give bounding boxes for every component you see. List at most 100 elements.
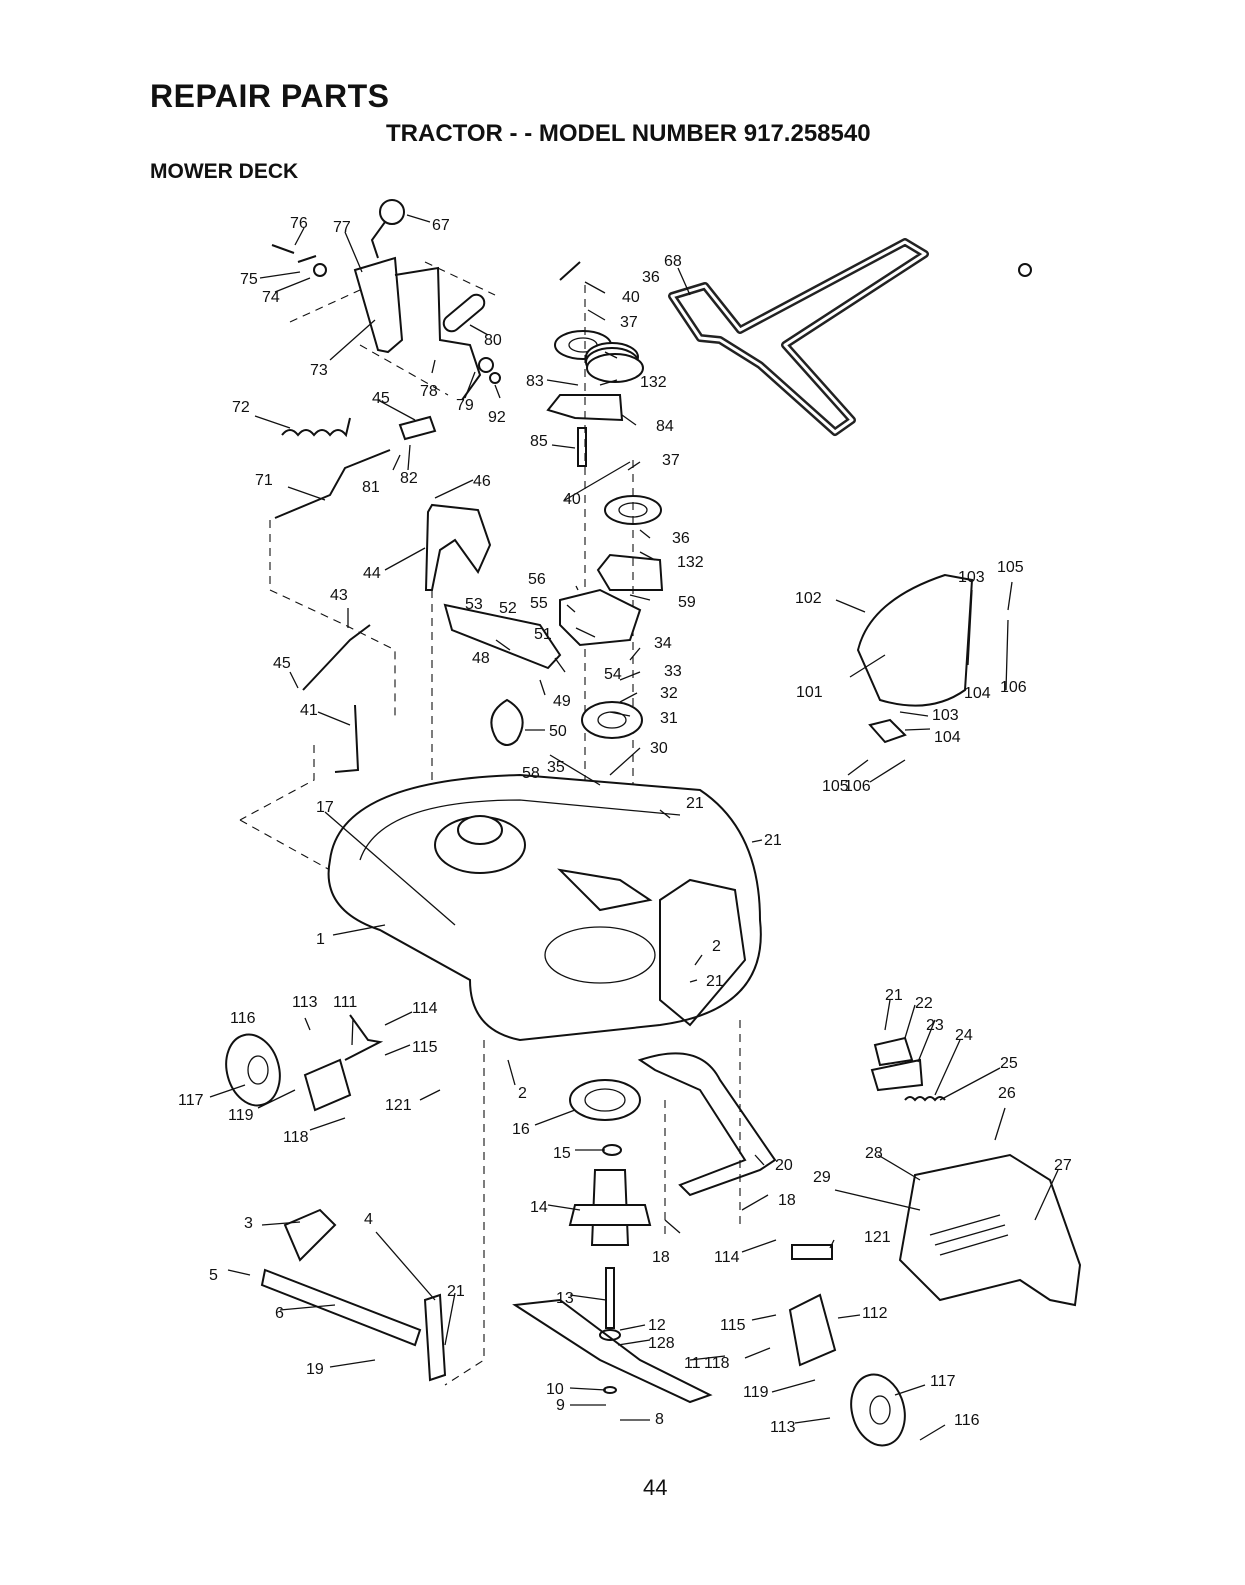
part-callout-33: 33 bbox=[664, 663, 682, 680]
leader-lines bbox=[209, 214, 1059, 1441]
part-callout-25: 25 bbox=[1000, 1055, 1018, 1072]
part-callout-11: 11 bbox=[684, 1355, 701, 1372]
part-callout-49: 49 bbox=[553, 693, 571, 710]
drive-belt bbox=[668, 238, 929, 436]
part-callout-6: 6 bbox=[275, 1305, 284, 1322]
part-callout-16: 16 bbox=[512, 1121, 530, 1138]
part-callout-71: 71 bbox=[255, 472, 273, 489]
part-callout-34: 34 bbox=[654, 635, 672, 652]
part-callout-119: 119 bbox=[743, 1384, 769, 1401]
part-callout-28: 28 bbox=[865, 1145, 883, 1162]
part-callout-17: 17 bbox=[316, 799, 334, 816]
gauge-wheels bbox=[225, 1014, 906, 1447]
lift-lever-assembly bbox=[271, 199, 501, 401]
part-callout-112: 112 bbox=[862, 1305, 888, 1322]
part-callout-12: 12 bbox=[648, 1317, 666, 1334]
part-callout-105: 105 bbox=[822, 778, 849, 795]
part-callout-13: 13 bbox=[556, 1290, 574, 1307]
part-callout-104: 104 bbox=[964, 685, 991, 702]
model-number-heading: TRACTOR - - MODEL NUMBER 917.258540 bbox=[386, 120, 871, 147]
part-callout-84: 84 bbox=[656, 418, 674, 435]
part-callout-114: 114 bbox=[714, 1249, 740, 1266]
part-callout-37: 37 bbox=[620, 314, 638, 331]
part-callout-44: 44 bbox=[363, 565, 381, 582]
part-callout-18: 18 bbox=[778, 1192, 796, 1209]
part-callout-111: 111 bbox=[333, 994, 357, 1011]
part-callout-119: 119 bbox=[228, 1107, 254, 1124]
part-callout-20: 20 bbox=[775, 1157, 793, 1174]
part-callout-106: 106 bbox=[1000, 679, 1027, 696]
part-callout-55: 55 bbox=[530, 595, 548, 612]
part-callout-46: 46 bbox=[473, 473, 491, 490]
part-callout-116: 116 bbox=[954, 1412, 980, 1429]
part-callout-5: 5 bbox=[209, 1267, 218, 1284]
part-callout-23: 23 bbox=[926, 1017, 944, 1034]
part-callout-40: 40 bbox=[622, 289, 640, 306]
part-callout-27: 27 bbox=[1054, 1157, 1072, 1174]
part-callout-103: 103 bbox=[958, 569, 985, 586]
part-callout-56: 56 bbox=[528, 571, 546, 588]
part-callout-21: 21 bbox=[686, 795, 704, 812]
part-callout-52: 52 bbox=[499, 600, 517, 617]
part-callout-40: 40 bbox=[563, 491, 581, 508]
part-callout-32: 32 bbox=[660, 685, 678, 702]
part-callout-79: 79 bbox=[456, 397, 474, 414]
part-callout-21: 21 bbox=[764, 832, 782, 849]
section-heading: MOWER DECK bbox=[150, 160, 299, 183]
part-callout-113: 113 bbox=[770, 1419, 796, 1436]
part-callout-41: 41 bbox=[300, 702, 318, 719]
part-callout-45: 45 bbox=[273, 655, 291, 672]
part-callout-132: 132 bbox=[677, 554, 704, 571]
part-callout-75: 75 bbox=[240, 271, 258, 288]
part-callout-74: 74 bbox=[262, 289, 280, 306]
part-callout-43: 43 bbox=[330, 587, 348, 604]
part-callout-4: 4 bbox=[364, 1211, 373, 1228]
part-callout-58: 58 bbox=[522, 765, 540, 782]
part-callout-81: 81 bbox=[362, 479, 380, 496]
page-number: 44 bbox=[643, 1475, 668, 1500]
part-callout-82: 82 bbox=[400, 470, 418, 487]
part-callout-30: 30 bbox=[650, 740, 668, 757]
part-callout-14: 14 bbox=[530, 1199, 548, 1216]
part-callout-21: 21 bbox=[706, 973, 724, 990]
part-callout-77: 77 bbox=[333, 219, 351, 236]
part-callout-67: 67 bbox=[432, 217, 450, 234]
part-callout-8: 8 bbox=[655, 1411, 664, 1428]
part-callout-115: 115 bbox=[412, 1039, 438, 1056]
deflector-and-baffle bbox=[637, 1020, 777, 1235]
part-callout-132: 132 bbox=[640, 374, 667, 391]
part-callout-48: 48 bbox=[472, 650, 490, 667]
part-callout-24: 24 bbox=[955, 1027, 973, 1044]
mulching-plug bbox=[856, 263, 1032, 744]
mower-deck-housing bbox=[327, 773, 762, 1042]
part-callout-121: 121 bbox=[864, 1229, 891, 1246]
mounting-brackets bbox=[260, 1036, 946, 1386]
part-callout-117: 117 bbox=[178, 1092, 204, 1109]
part-callout-19: 19 bbox=[306, 1361, 324, 1378]
part-callout-53: 53 bbox=[465, 596, 483, 613]
part-callout-51: 51 bbox=[534, 626, 552, 643]
part-callout-83: 83 bbox=[526, 373, 544, 390]
part-callout-73: 73 bbox=[310, 362, 328, 379]
page-title: REPAIR PARTS bbox=[150, 78, 390, 114]
part-callout-113: 113 bbox=[292, 994, 318, 1011]
part-callout-18: 18 bbox=[652, 1249, 670, 1266]
part-callout-118: 118 bbox=[704, 1355, 730, 1372]
part-callout-2: 2 bbox=[712, 938, 721, 955]
part-callout-29: 29 bbox=[813, 1169, 831, 1186]
part-callout-72: 72 bbox=[232, 399, 250, 416]
part-callout-37: 37 bbox=[662, 452, 680, 469]
part-callout-26: 26 bbox=[998, 1085, 1016, 1102]
part-callout-115: 115 bbox=[720, 1317, 746, 1334]
part-callout-21: 21 bbox=[885, 987, 903, 1004]
part-callout-54: 54 bbox=[604, 666, 622, 683]
part-callout-1: 1 bbox=[316, 931, 325, 948]
part-callout-102: 102 bbox=[795, 590, 822, 607]
part-callout-114: 114 bbox=[412, 1000, 438, 1017]
spring-and-rods bbox=[239, 415, 437, 871]
part-callout-92: 92 bbox=[488, 409, 506, 426]
part-callout-50: 50 bbox=[549, 723, 567, 740]
part-callout-36: 36 bbox=[672, 530, 690, 547]
